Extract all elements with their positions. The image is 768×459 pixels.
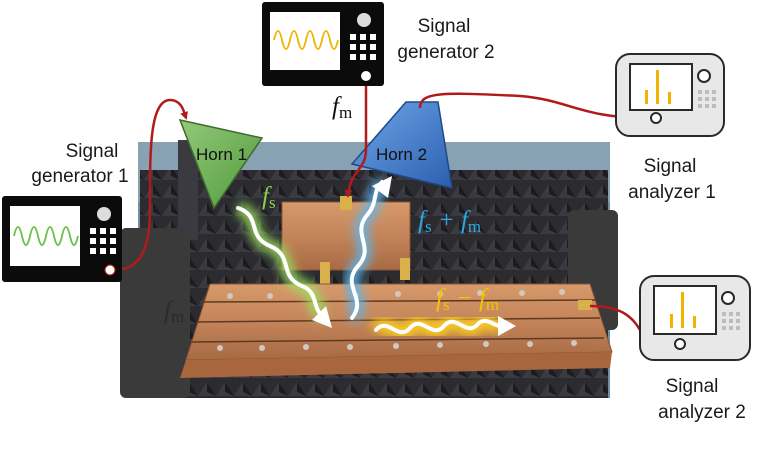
sa2-spectrum-bars — [670, 292, 696, 328]
sa2-input-port — [674, 338, 686, 350]
sg1-output-port — [104, 264, 116, 276]
output-connector — [578, 300, 592, 310]
sg2-label-line1: Signal — [418, 16, 471, 37]
sg2-output-port — [361, 71, 371, 81]
sg1-label-line2: generator 1 — [31, 166, 128, 187]
sg1-knob — [97, 207, 111, 221]
incident-wave-arrowhead — [312, 306, 332, 328]
sg1-waveform — [13, 226, 79, 246]
guided-wave-arrowhead — [498, 316, 516, 336]
fm-label-top: fm — [332, 93, 352, 122]
guided-wave-fs-minus-fm — [369, 312, 516, 341]
connector-right — [400, 258, 410, 280]
horn-2-body — [350, 101, 453, 189]
signal-analyzer-2: Signal analyzer 2 — [639, 275, 751, 423]
slot-line-3 — [191, 337, 605, 343]
horn-1-label: Horn 1 — [196, 145, 247, 164]
board-edge — [180, 352, 612, 378]
horn-1-body — [178, 118, 264, 210]
fs-plus-fm-label: fs + fm — [418, 207, 481, 236]
connector-top — [340, 196, 352, 210]
horn-2-label: Horn 2 — [376, 145, 427, 164]
sa2-label-line1: Signal — [666, 376, 719, 397]
absorber-block-left — [120, 228, 190, 398]
sa2-knob — [721, 291, 735, 305]
sg2-waveform — [273, 30, 339, 50]
sa1-knob — [697, 69, 711, 83]
incident-wave-fs — [235, 201, 332, 328]
fm-label-left: fm — [164, 297, 184, 326]
setup-photo — [120, 140, 618, 398]
sa1-keypad — [698, 90, 716, 108]
sa2-keypad — [722, 312, 740, 330]
sa2-label-line2: analyzer 2 — [658, 402, 746, 423]
sa2-screen — [653, 285, 717, 335]
cable-horn2-sa1 — [418, 92, 650, 122]
reflected-wave-arrowhead — [372, 176, 392, 198]
horn-2: Horn 2 — [350, 101, 453, 189]
cable-sg1-horn1 — [113, 98, 188, 272]
fs-minus-fm-label: fs − fm — [436, 285, 499, 314]
connector-left — [320, 262, 330, 284]
signal-generator-1: Signal generator 1 — [2, 141, 129, 282]
slot-line-1 — [199, 299, 597, 303]
slot-line-2 — [195, 317, 601, 323]
sg2-keypad — [350, 34, 376, 60]
sg2-knob — [357, 13, 371, 27]
signal-analyzer-1: Signal analyzer 1 — [615, 53, 725, 203]
sg1-label-line1: Signal — [66, 141, 119, 162]
horn-stand — [178, 140, 198, 240]
horn-1: Horn 1 — [178, 118, 264, 210]
sa1-spectrum-bars — [645, 70, 671, 104]
reflected-wave-fs-plus-fm — [344, 176, 392, 323]
antenna-board — [281, 201, 411, 271]
signal-generator-2: Signal generator 2 — [262, 2, 495, 86]
cable-sg2-board — [344, 80, 368, 198]
sg1-keypad — [90, 228, 116, 254]
sg2-label-line2: generator 2 — [397, 42, 494, 63]
sa1-label-line1: Signal — [644, 156, 697, 177]
fs-label-incident: fs — [262, 183, 276, 212]
sa1-label-line2: analyzer 1 — [628, 182, 716, 203]
sa1-screen — [629, 63, 693, 111]
sa1-input-port — [650, 112, 662, 124]
